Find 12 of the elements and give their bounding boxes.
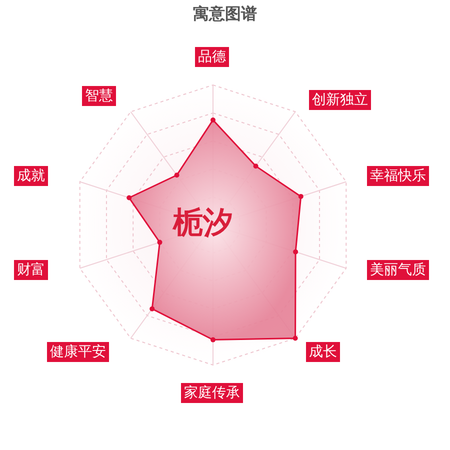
axis-label: 幸福快乐 [367,166,429,186]
axis-label: 成就 [14,166,48,186]
axis-label: 财富 [14,260,48,280]
axis-label: 品德 [195,47,229,67]
name-text: 栀汐 [173,204,233,242]
axis-label: 智慧 [82,86,116,106]
axis-label: 家庭传承 [181,383,243,403]
axis-label: 成长 [306,342,340,362]
axis-label: 创新独立 [309,90,371,110]
axis-label: 美丽气质 [367,260,429,280]
chart-title: 寓意图谱 [192,4,258,25]
axis-label: 健康平安 [47,342,109,362]
